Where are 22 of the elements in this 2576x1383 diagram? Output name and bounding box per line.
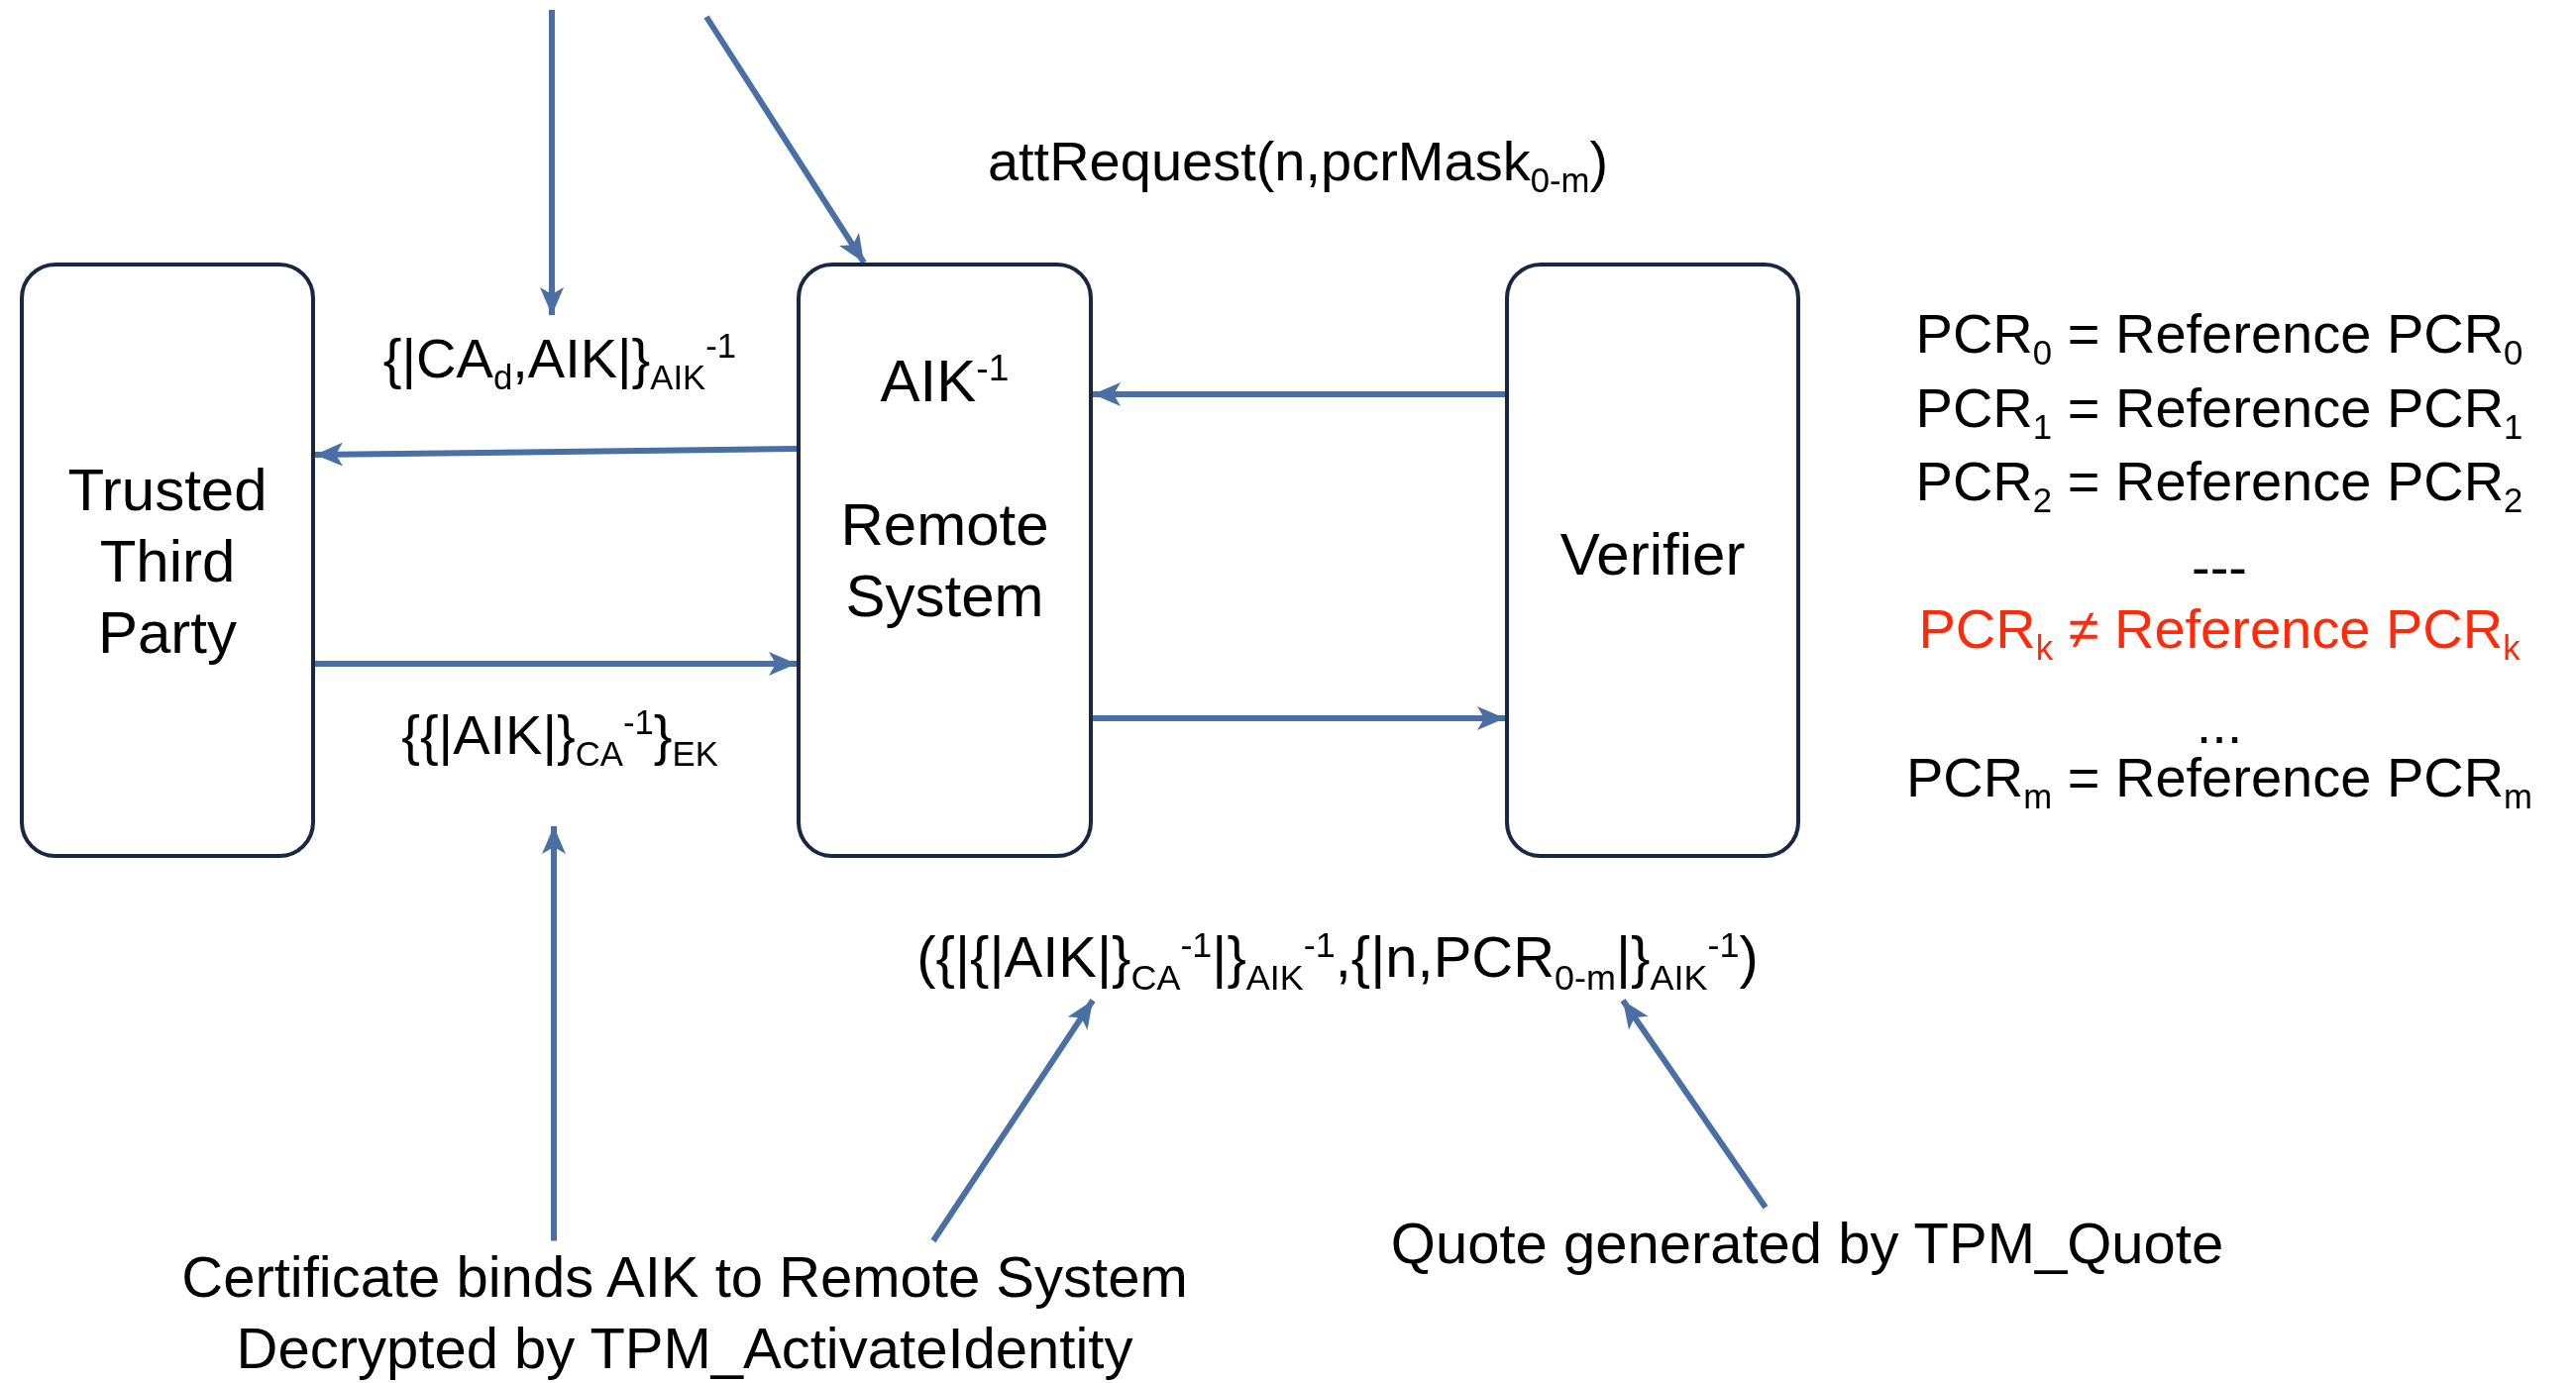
arrow [542, 826, 566, 1241]
arrow [1093, 382, 1505, 406]
box-label: Trusted Third Party [66, 456, 268, 668]
box-label: Remote System [839, 490, 1050, 631]
arrow [1620, 999, 1769, 1210]
arrow [930, 999, 1096, 1243]
note-text: Certificate binds AIK to Remote System [181, 1242, 1188, 1311]
annotation-text: ({|{|AIK|}$_{CA}$$^{-1}$|}$_{AIK}$$^{-1}$,{|n,PCR$_{0-m}$|}$_{AIK}$$^{-1}$) [916, 921, 1759, 1001]
arrow [1093, 706, 1505, 730]
annotation-text: Quote generated by TPM_Quote [1390, 1207, 2224, 1280]
process-box [1505, 263, 1800, 858]
box-label: Verifier [1558, 520, 1747, 589]
process-box [20, 263, 315, 858]
arrow [315, 652, 797, 676]
note-text: Decrypted by TPM_ActivateIdentity [235, 1315, 1134, 1382]
process-box [797, 263, 1093, 858]
arrow [703, 15, 867, 265]
box-label: AIK$^{-1}$ [879, 346, 1011, 416]
pcr-comparison-text: PCR$_{1}$ = Reference PCR$_{1}$ [1915, 374, 2523, 448]
pcr-comparison-text: PCR$_{0}$ = Reference PCR$_{0}$ [1915, 300, 2523, 373]
pcr-comparison-text: PCR$_{2}$ = Reference PCR$_{2}$ [1915, 448, 2523, 521]
arrow [314, 442, 798, 467]
